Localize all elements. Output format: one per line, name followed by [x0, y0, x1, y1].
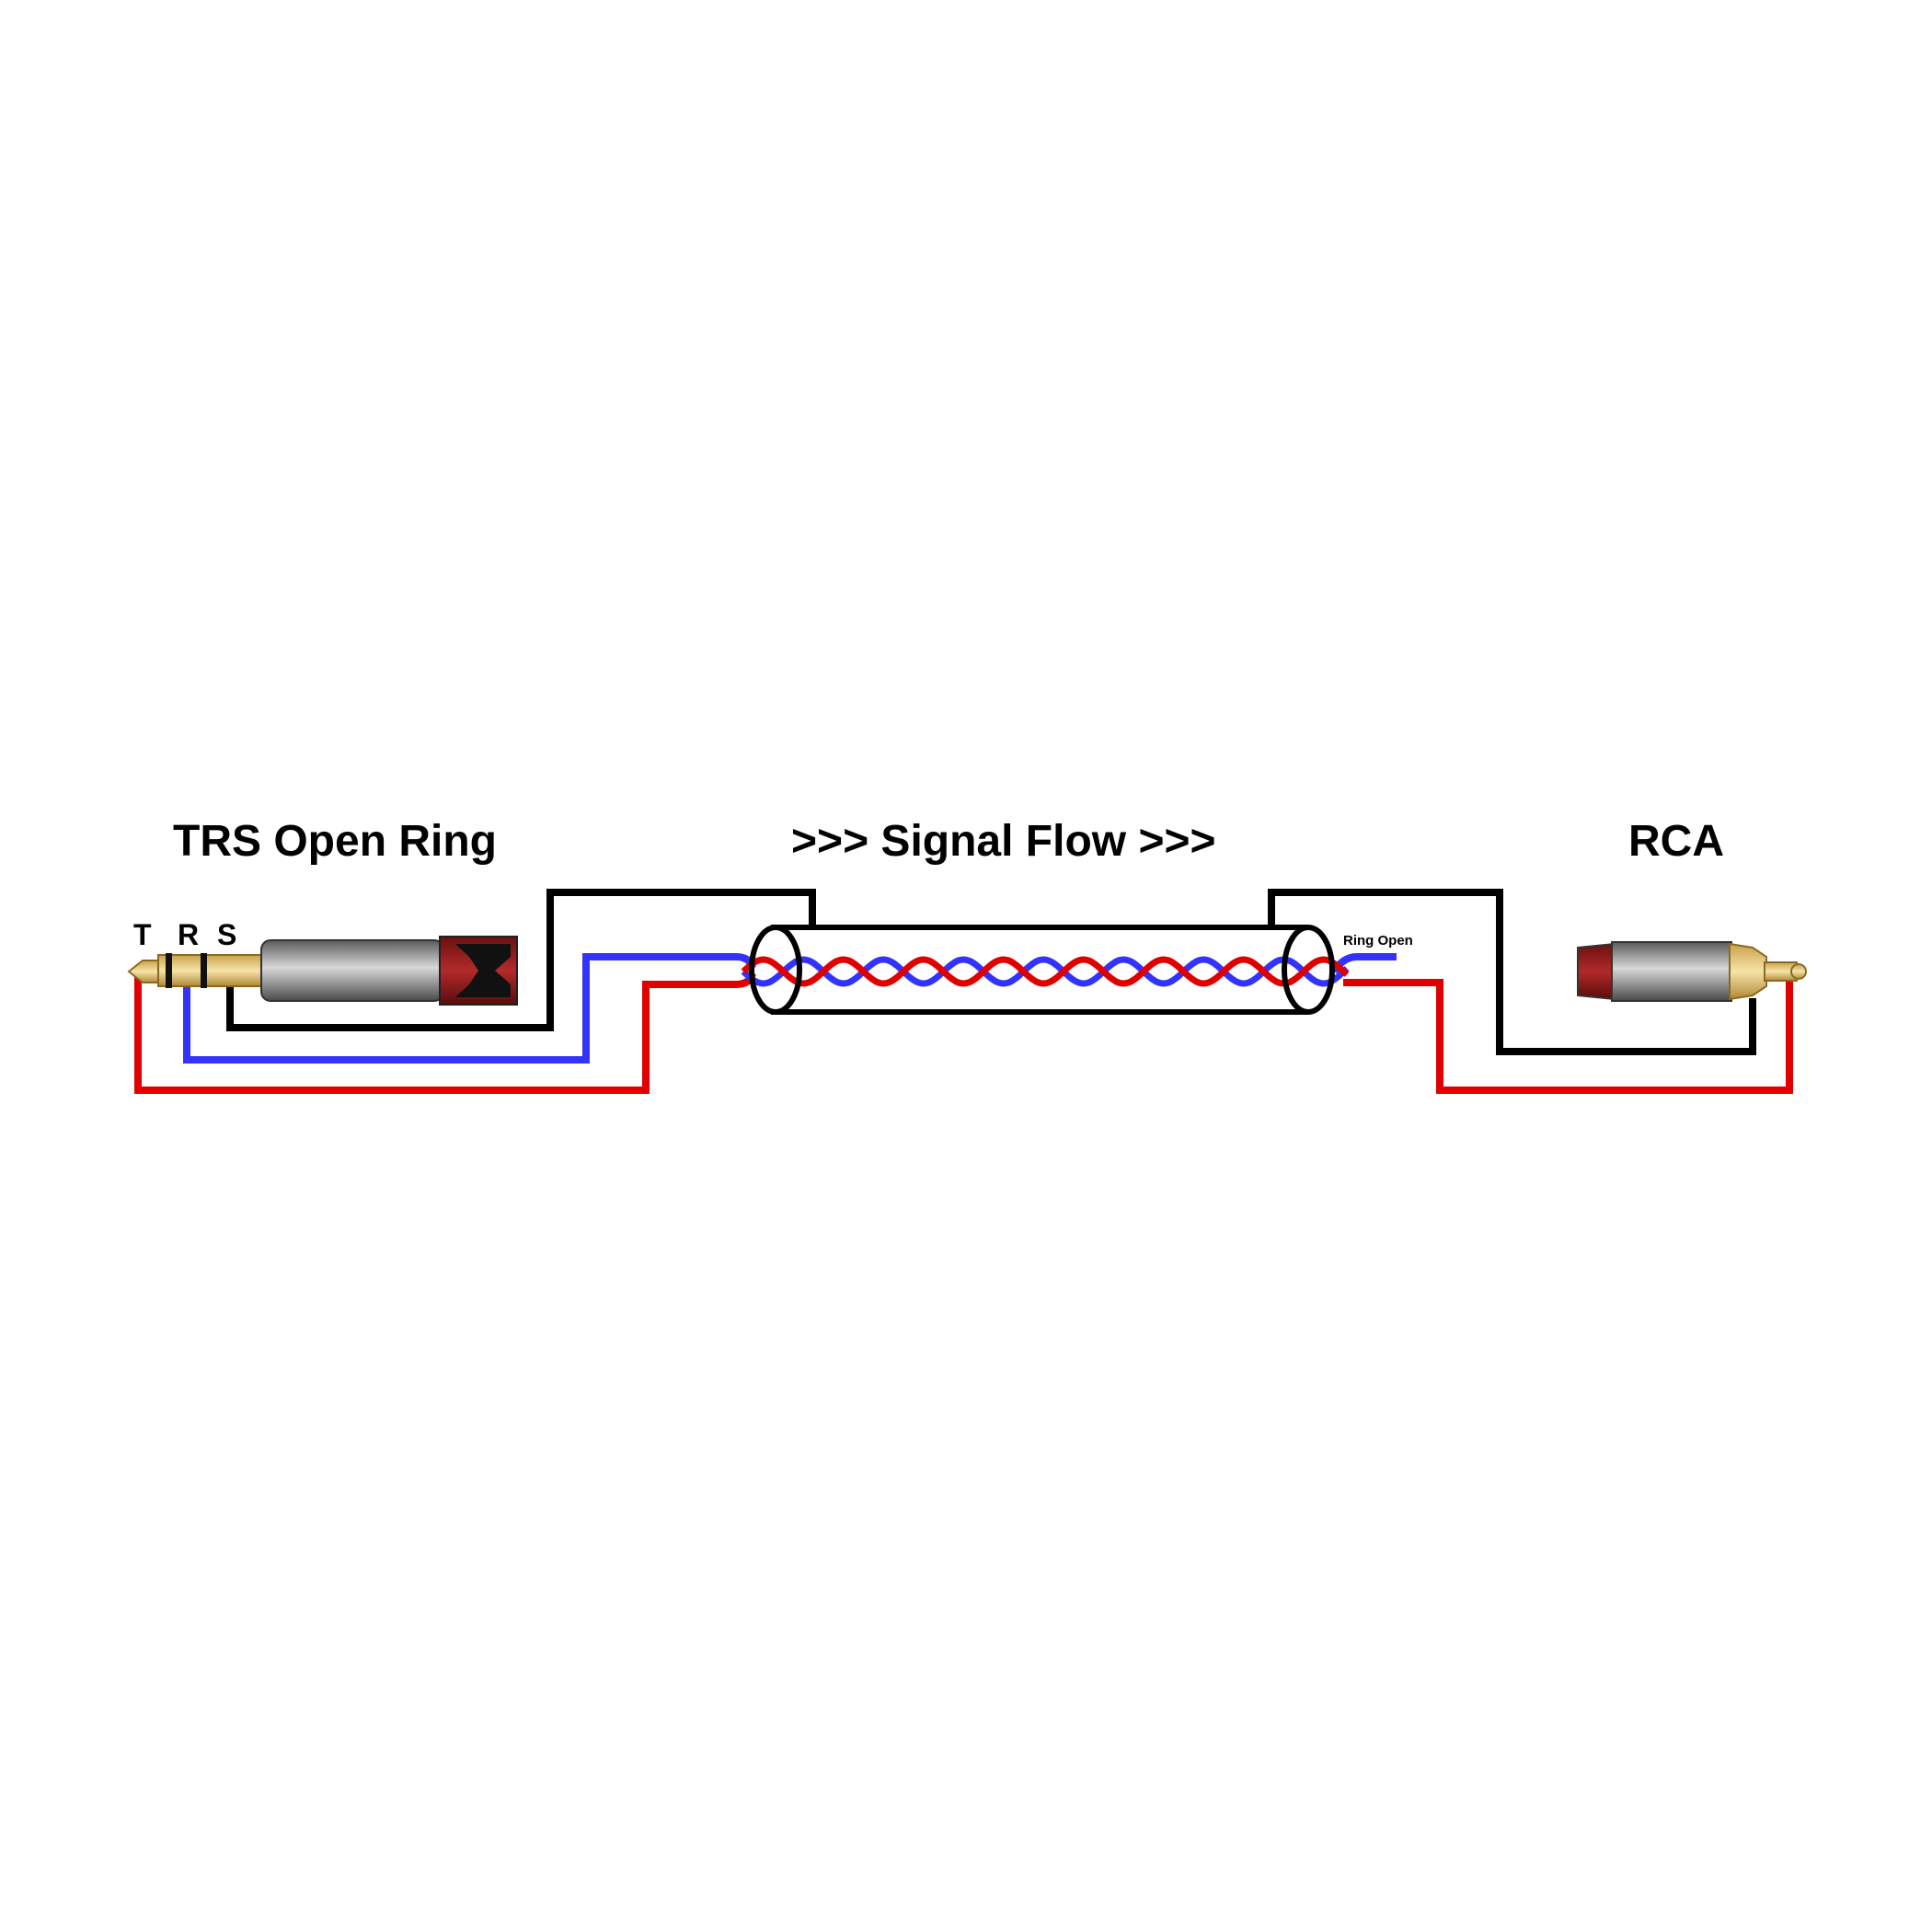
signal-flow-title: >>> Signal Flow >>> — [791, 817, 1216, 866]
rca-pin-tip — [1790, 963, 1807, 980]
trs-insulator-2 — [201, 953, 207, 988]
cable-end-right — [1282, 925, 1335, 1015]
rca-red-collar — [1577, 942, 1616, 1001]
shielded-cable — [771, 925, 1308, 1015]
tip-wire-right — [1343, 971, 1793, 1094]
sleeve-wire-left — [226, 889, 816, 1031]
cable-end-left — [749, 925, 802, 1015]
rca-title: RCA — [1628, 817, 1724, 866]
rca-gold-collar — [1729, 942, 1767, 1001]
twisted-pair — [741, 956, 1350, 987]
rca-plug — [1577, 941, 1807, 1002]
trs-boot-insert — [455, 944, 511, 997]
trs-sleeve-body — [260, 939, 444, 1002]
shield-wire-right — [1268, 889, 1756, 1055]
trs-tip — [127, 960, 162, 983]
ring-open-label: Ring Open — [1343, 933, 1413, 949]
twisted-ring-conductor — [741, 956, 1350, 987]
trs-title: TRS Open Ring — [173, 817, 497, 866]
twisted-tip-conductor — [741, 956, 1350, 987]
pin-label-ring: R — [178, 918, 199, 951]
pin-label-tip: T — [133, 918, 152, 951]
trs-shaft — [157, 954, 262, 987]
trs-plug — [127, 936, 518, 1006]
pin-label-sleeve: S — [217, 918, 236, 951]
rca-body — [1611, 941, 1732, 1002]
trs-insulator-1 — [166, 953, 172, 988]
